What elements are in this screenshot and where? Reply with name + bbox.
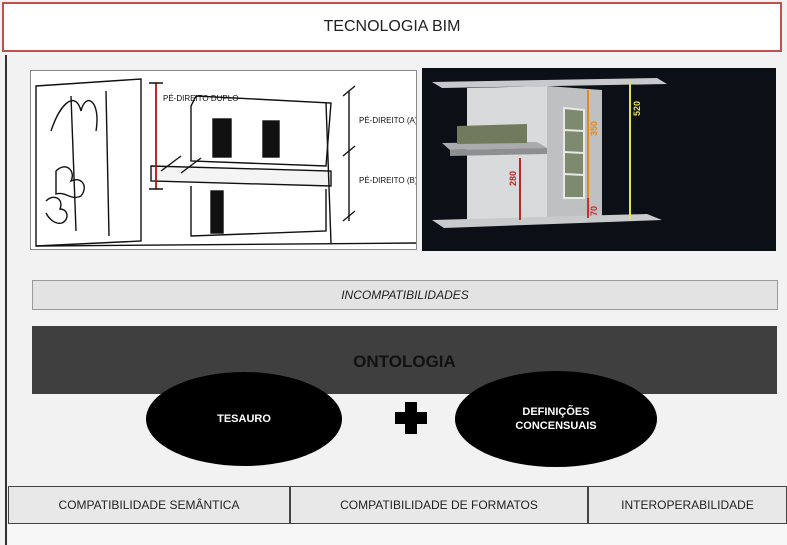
interoperabilidade-label: INTEROPERABILIDADE <box>621 498 754 512</box>
tesauro-label: TESAURO <box>217 413 271 425</box>
interoperabilidade-cell: INTEROPERABILIDADE <box>588 486 787 524</box>
left-border-line <box>5 55 7 545</box>
diagram-title: TECNOLOGIA BIM <box>2 2 782 52</box>
dim-label-70: 70 <box>589 206 599 216</box>
sketch-image: PÉ-DIREITO DUPLO PÉ-DIREITO (A) PÉ-DIREI… <box>30 70 417 250</box>
compat-semantica-cell: COMPATIBILIDADE SEMÂNTICA <box>8 486 290 524</box>
ontologia-bar: ONTOLOGIA <box>32 326 777 394</box>
sketch-label-a: PÉ-DIREITO (A) <box>359 116 417 125</box>
incompatibilidades-bar: INCOMPATIBILIDADES <box>32 280 778 310</box>
dim-label-350: 350 <box>589 121 599 136</box>
plus-icon <box>395 402 427 434</box>
dim-label-520: 520 <box>632 101 642 116</box>
ontologia-label: ONTOLOGIA <box>353 352 456 371</box>
definicoes-label: DEFINIÇÕES CONCENSUAIS <box>515 406 597 432</box>
bim-model-image: 280 350 70 520 <box>422 68 776 251</box>
bottom-row: COMPATIBILIDADE SEMÂNTICA COMPATIBILIDAD… <box>8 486 787 524</box>
sketch-label-b: PÉ-DIREITO (B) <box>359 176 417 185</box>
sketch-drawing: PÉ-DIREITO DUPLO PÉ-DIREITO (A) PÉ-DIREI… <box>35 78 417 247</box>
tesauro-ellipse: TESAURO <box>146 372 342 466</box>
dim-label-280: 280 <box>508 171 518 186</box>
compat-semantica-label: COMPATIBILIDADE SEMÂNTICA <box>58 498 240 512</box>
compat-formatos-cell: COMPATIBILIDADE DE FORMATOS <box>290 486 588 524</box>
compat-formatos-label: COMPATIBILIDADE DE FORMATOS <box>340 498 538 512</box>
bim-model-drawing: 280 350 70 520 <box>432 78 667 228</box>
sketch-label-duplo: PÉ-DIREITO DUPLO <box>163 94 238 103</box>
bottom-strip <box>8 524 787 545</box>
definicoes-ellipse: DEFINIÇÕES CONCENSUAIS <box>455 371 657 467</box>
